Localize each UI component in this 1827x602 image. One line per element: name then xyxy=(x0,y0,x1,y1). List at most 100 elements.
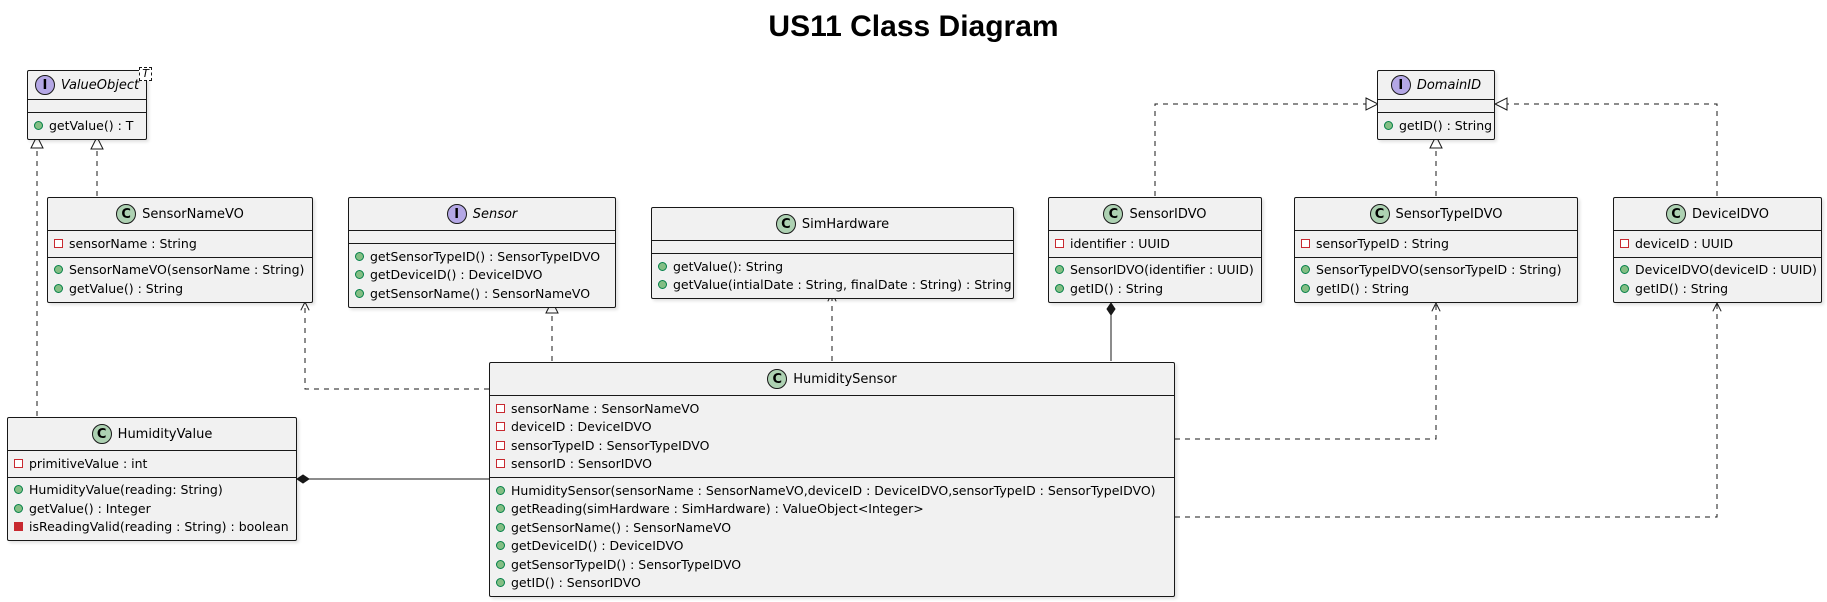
methods-section: HumiditySensor(sensorName : SensorNameVO… xyxy=(490,477,1174,596)
class-sensortypeidvo[interactable]: C SensorTypeIDVO sensorTypeID : String S… xyxy=(1294,197,1578,303)
private-icon xyxy=(1055,238,1064,248)
class-name: Sensor xyxy=(472,206,518,222)
method: getSensorName() : SensorNameVO xyxy=(355,284,609,303)
method: getID() : String xyxy=(1055,279,1255,298)
class-badge-icon: C xyxy=(767,369,788,389)
class-header: I Sensor xyxy=(349,198,615,230)
private-icon xyxy=(496,459,505,469)
public-icon xyxy=(1055,265,1064,275)
class-valueobject[interactable]: T I ValueObject getValue() : T xyxy=(27,67,152,140)
fields-section xyxy=(349,230,615,243)
private-icon xyxy=(1620,238,1629,248)
field: sensorTypeID : String xyxy=(1301,234,1571,253)
public-icon xyxy=(54,283,63,293)
methods-section: SensorTypeIDVO(sensorTypeID : String) ge… xyxy=(1295,256,1577,302)
public-icon xyxy=(14,503,23,513)
private-icon xyxy=(496,403,505,413)
class-simhardware[interactable]: C SimHardware getValue(): String getValu… xyxy=(651,207,1014,299)
realization-deviceidvo-domainid xyxy=(1495,104,1718,196)
dependency-humiditysensor-deviceidvo xyxy=(1175,303,1717,518)
class-name: SensorTypeIDVO xyxy=(1395,206,1503,222)
class-sensornamevo[interactable]: C SensorNameVO sensorName : String Senso… xyxy=(47,197,313,303)
class-domainid[interactable]: I DomainID getID() : String xyxy=(1377,70,1495,140)
fields-section: sensorName : String xyxy=(48,230,312,257)
field: identifier : UUID xyxy=(1055,234,1255,253)
class-sensoridvo[interactable]: C SensorIDVO identifier : UUID SensorIDV… xyxy=(1048,197,1262,303)
public-icon xyxy=(658,261,667,271)
class-humiditysensor[interactable]: C HumiditySensor sensorName : SensorName… xyxy=(489,362,1175,597)
class-header: I DomainID xyxy=(1378,71,1494,99)
method: HumiditySensor(sensorName : SensorNameVO… xyxy=(496,481,1168,500)
class-name: SimHardware xyxy=(801,216,890,232)
methods-section: SensorIDVO(identifier : UUID) getID() : … xyxy=(1049,256,1261,302)
private-method-icon xyxy=(14,522,23,532)
public-icon xyxy=(496,522,505,532)
public-icon xyxy=(496,541,505,551)
public-icon xyxy=(1055,283,1064,293)
class-header: I ValueObject xyxy=(28,71,146,99)
method: getSensorName() : SensorNameVO xyxy=(496,518,1168,537)
methods-section: getID() : String xyxy=(1378,112,1494,139)
class-badge-icon: C xyxy=(775,214,796,234)
class-name: DeviceIDVO xyxy=(1692,206,1769,222)
class-header: C SensorTypeIDVO xyxy=(1295,198,1577,230)
private-icon xyxy=(496,422,505,432)
interface-badge-icon: I xyxy=(34,75,55,95)
method: getValue() : String xyxy=(54,279,306,298)
class-badge-icon: C xyxy=(1103,204,1124,224)
dependency-humiditysensor-sensortypeidvo xyxy=(1175,303,1436,440)
method: getDeviceID() : DeviceIDVO xyxy=(496,537,1168,556)
public-icon xyxy=(496,504,505,514)
fields-section: primitiveValue : int xyxy=(8,450,296,477)
class-deviceidvo[interactable]: C DeviceIDVO deviceID : UUID DeviceIDVO(… xyxy=(1613,197,1822,303)
method: getValue(intialDate : String, finalDate … xyxy=(658,276,1012,295)
fields-section: sensorName : SensorNameVO deviceID : Dev… xyxy=(490,395,1174,477)
interface-badge-icon: I xyxy=(1390,75,1411,95)
class-badge-icon: C xyxy=(1369,204,1390,224)
method: getID() : String xyxy=(1301,279,1571,298)
methods-section: DeviceIDVO(deviceID : UUID) getID() : St… xyxy=(1614,256,1821,302)
method: getSensorTypeID() : SensorTypeIDVO xyxy=(496,555,1168,574)
methods-section: HumidityValue(reading: String) getValue(… xyxy=(8,476,296,541)
private-icon xyxy=(14,458,23,468)
class-header: C SensorIDVO xyxy=(1049,198,1261,230)
method: getValue(): String xyxy=(658,257,1007,276)
method: getValue() : T xyxy=(34,116,140,135)
method: SensorIDVO(identifier : UUID) xyxy=(1055,261,1255,280)
methods-section: getValue(): String getValue(intialDate :… xyxy=(652,253,1013,298)
methods-section: getSensorTypeID() : SensorTypeIDVO getDe… xyxy=(349,243,615,307)
fields-section xyxy=(1378,99,1494,112)
field: sensorTypeID : SensorTypeIDVO xyxy=(496,436,1168,455)
public-icon xyxy=(496,559,505,569)
field: deviceID : DeviceIDVO xyxy=(496,418,1168,437)
class-sensor[interactable]: I Sensor getSensorTypeID() : SensorTypeI… xyxy=(348,197,616,308)
class-badge-icon: C xyxy=(91,424,112,444)
private-icon xyxy=(54,238,63,248)
public-icon xyxy=(355,270,364,280)
class-name: DomainID xyxy=(1416,77,1482,93)
method: getReading(simHardware : SimHardware) : … xyxy=(496,500,1168,519)
methods-section: getValue() : T xyxy=(28,112,146,139)
public-icon xyxy=(496,485,505,495)
public-icon xyxy=(1301,265,1310,275)
class-humidityvalue[interactable]: C HumidityValue primitiveValue : int Hum… xyxy=(7,417,297,541)
method: getID() : String xyxy=(1384,116,1492,135)
public-icon xyxy=(658,280,667,290)
public-icon xyxy=(1384,120,1393,130)
fields-section: deviceID : UUID xyxy=(1614,230,1821,257)
private-icon xyxy=(496,440,505,450)
class-header: C HumiditySensor xyxy=(490,363,1174,395)
class-name: HumiditySensor xyxy=(793,371,897,387)
field: sensorName : SensorNameVO xyxy=(496,399,1168,418)
class-header: C SensorNameVO xyxy=(48,198,312,230)
class-badge-icon: C xyxy=(116,204,137,224)
class-header: C SimHardware xyxy=(652,208,1013,240)
private-icon xyxy=(1301,238,1310,248)
public-icon xyxy=(1301,283,1310,293)
interface-badge-icon: I xyxy=(446,204,467,224)
public-icon xyxy=(1620,283,1629,293)
method: getSensorTypeID() : SensorTypeIDVO xyxy=(355,247,609,266)
public-icon xyxy=(1620,265,1629,275)
class-name: ValueObject xyxy=(60,77,140,93)
